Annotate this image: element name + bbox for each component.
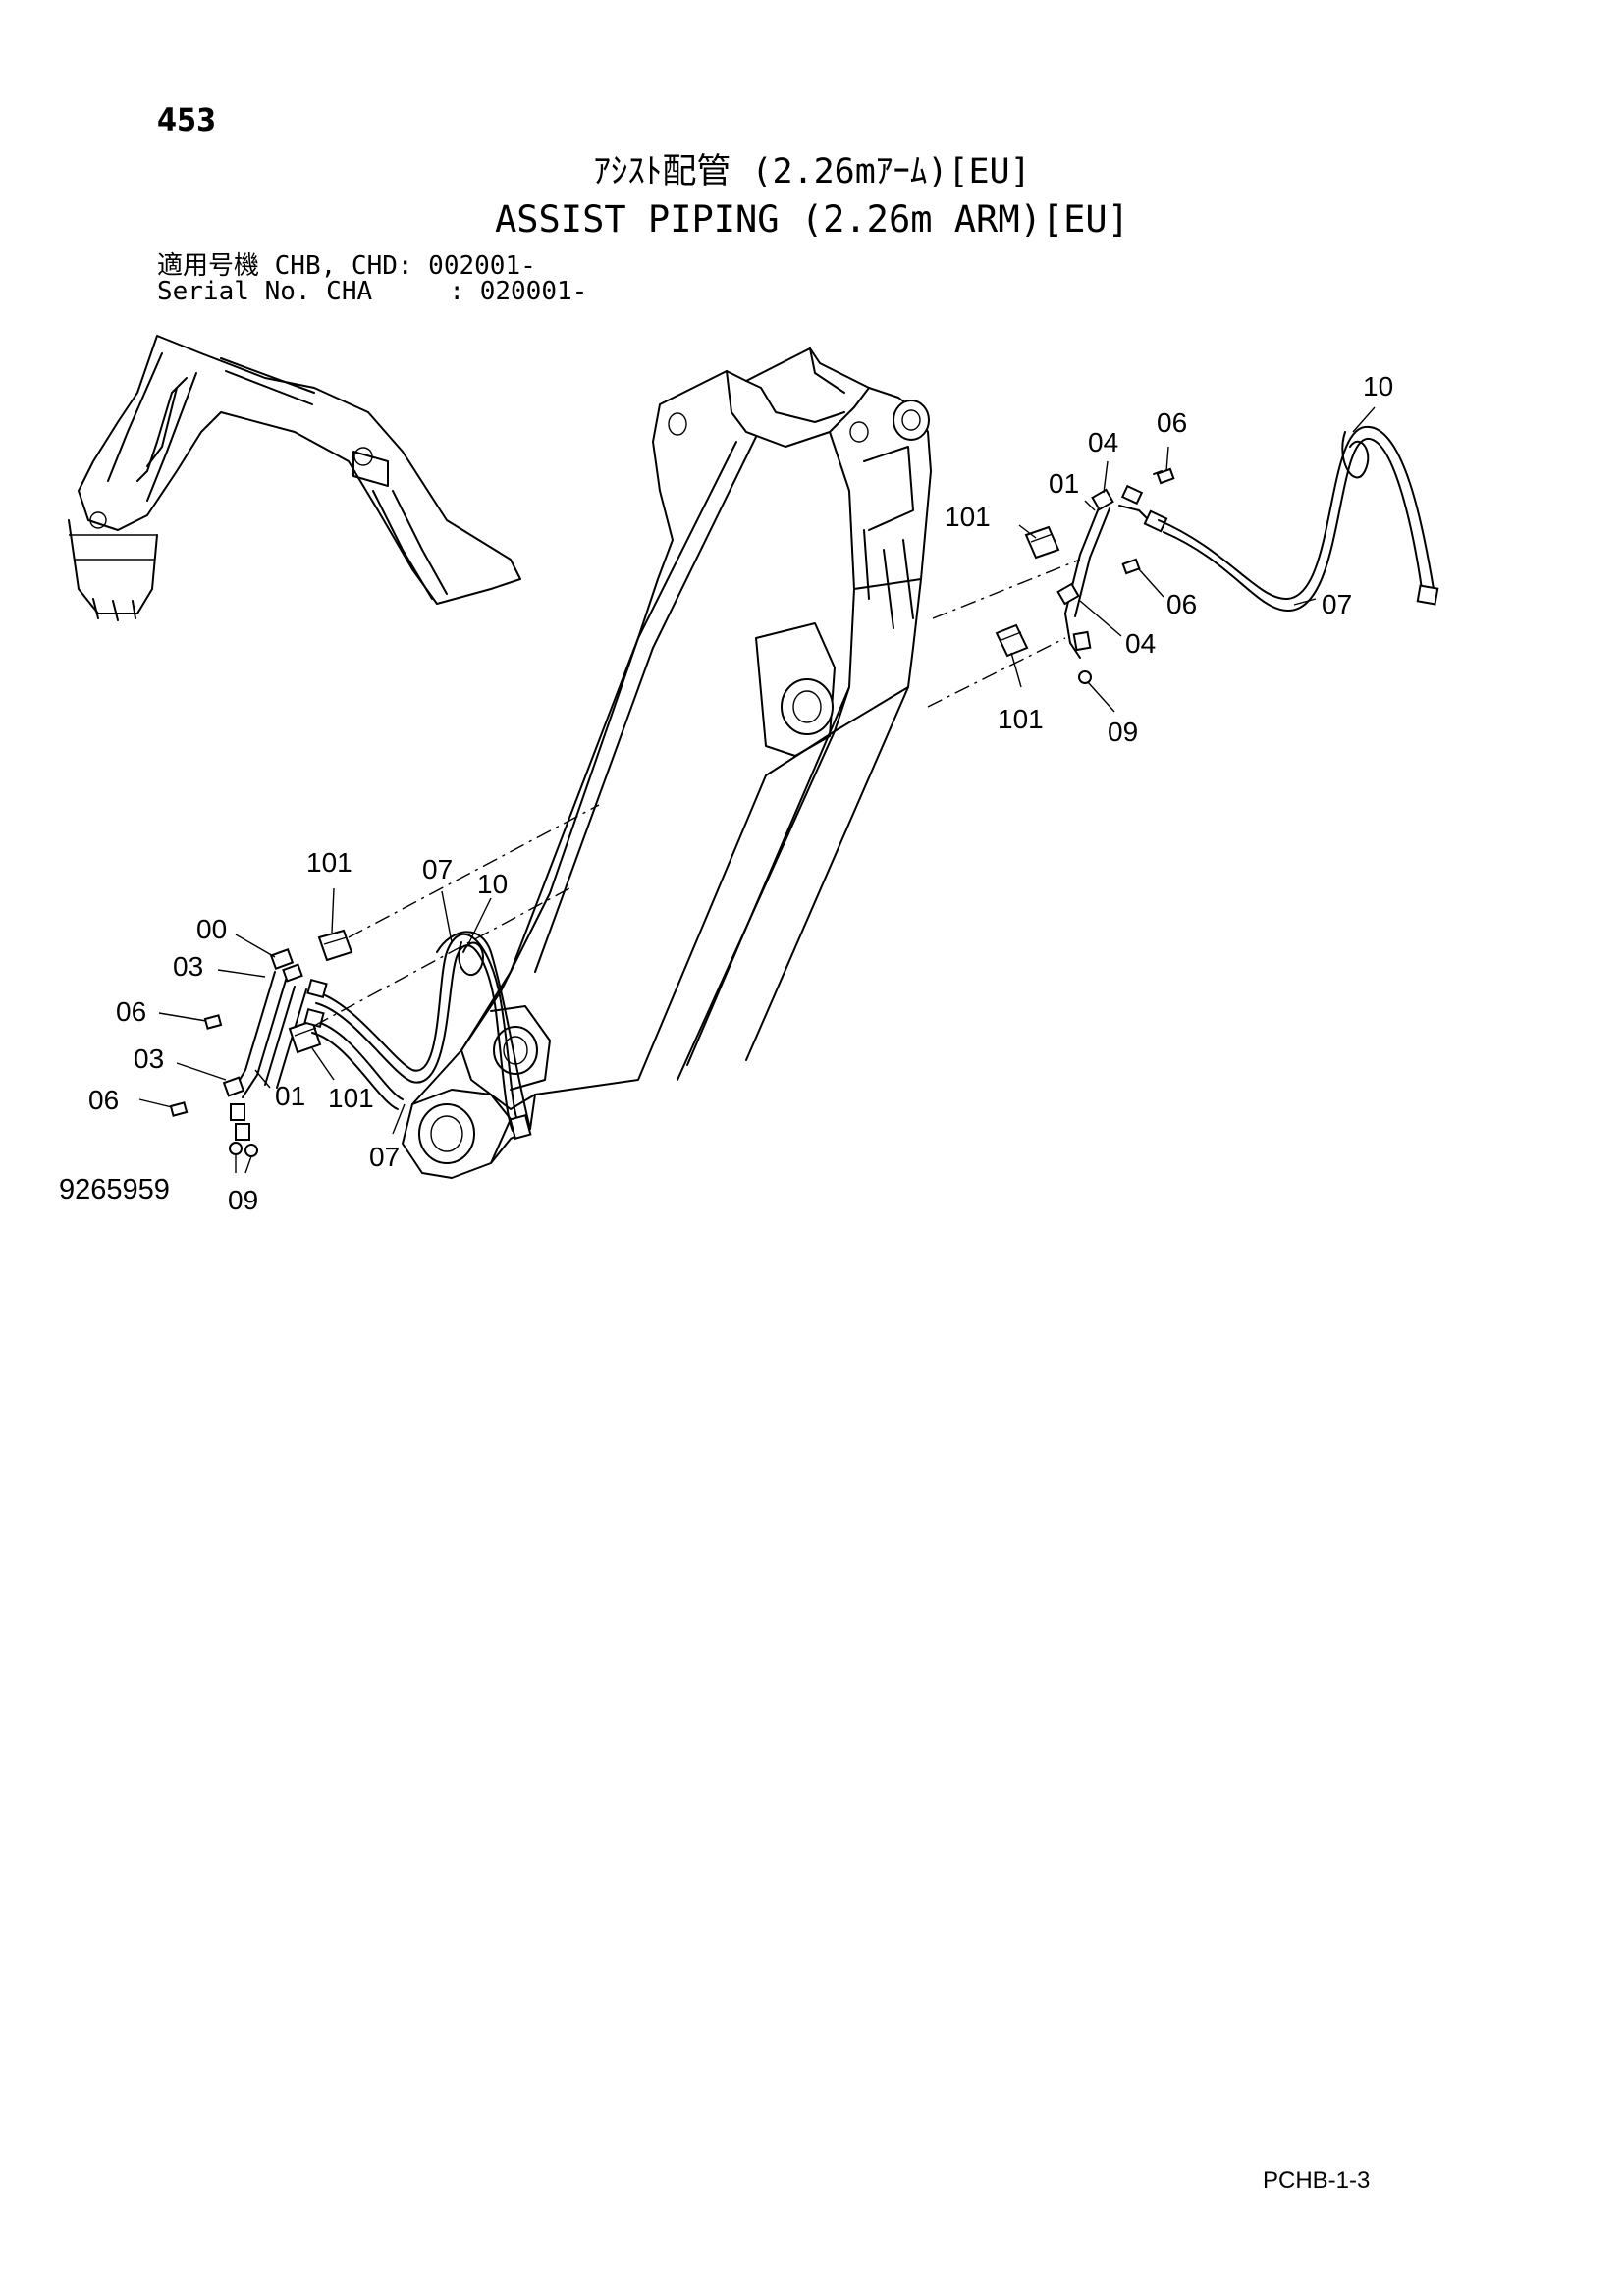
callout-06-mid: 06 bbox=[1166, 589, 1197, 619]
callout-labels: 10 06 04 01 101 06 07 04 101 09 101 07 1… bbox=[88, 371, 1393, 1215]
title-english: ASSIST PIPING (2.26m ARM)[EU] bbox=[494, 198, 1129, 240]
callout-09-mid: 09 bbox=[1108, 717, 1138, 747]
callout-06-top: 06 bbox=[1157, 407, 1187, 438]
leader-lines bbox=[138, 406, 1376, 1174]
hose-group-right bbox=[927, 425, 1439, 708]
excavator-overview-thumbnail bbox=[68, 335, 521, 621]
drawing-number: 9265959 bbox=[59, 1174, 170, 1205]
callout-04-mid: 04 bbox=[1125, 628, 1156, 659]
callout-06-b: 06 bbox=[88, 1085, 119, 1115]
serial-number: Serial No. CHA : 020001- bbox=[157, 277, 588, 306]
callout-01-left: 01 bbox=[275, 1081, 305, 1111]
callout-07-left-top: 07 bbox=[422, 854, 453, 884]
callout-10-top: 10 bbox=[1363, 371, 1393, 401]
callout-10-left: 10 bbox=[477, 869, 508, 899]
arm-structure bbox=[402, 347, 932, 1179]
callout-101-left: 101 bbox=[306, 847, 352, 878]
callout-01-top: 01 bbox=[1049, 468, 1079, 499]
page-number: 453 bbox=[157, 101, 217, 138]
callout-04-top: 04 bbox=[1088, 427, 1118, 457]
callout-06-a: 06 bbox=[116, 996, 146, 1027]
page-code: PCHB-1-3 bbox=[1263, 2167, 1371, 2194]
hose-group-left bbox=[169, 804, 600, 1157]
callout-101-top: 101 bbox=[945, 502, 991, 532]
callout-101-mid: 101 bbox=[998, 704, 1044, 734]
applicable-models: 適用号機 CHB, CHD: 002001- bbox=[157, 251, 536, 281]
callout-03-a: 03 bbox=[173, 951, 203, 982]
callout-00: 00 bbox=[196, 914, 227, 944]
callout-07-left-bottom: 07 bbox=[369, 1142, 400, 1172]
title-japanese: ｱｼｽﾄ配管 (2.26mｱｰﾑ)[EU] bbox=[593, 152, 1031, 191]
callout-09-left: 09 bbox=[228, 1185, 258, 1215]
callout-07-right: 07 bbox=[1322, 589, 1352, 619]
callout-101-left-b: 101 bbox=[328, 1083, 374, 1113]
callout-03-b: 03 bbox=[134, 1043, 164, 1074]
